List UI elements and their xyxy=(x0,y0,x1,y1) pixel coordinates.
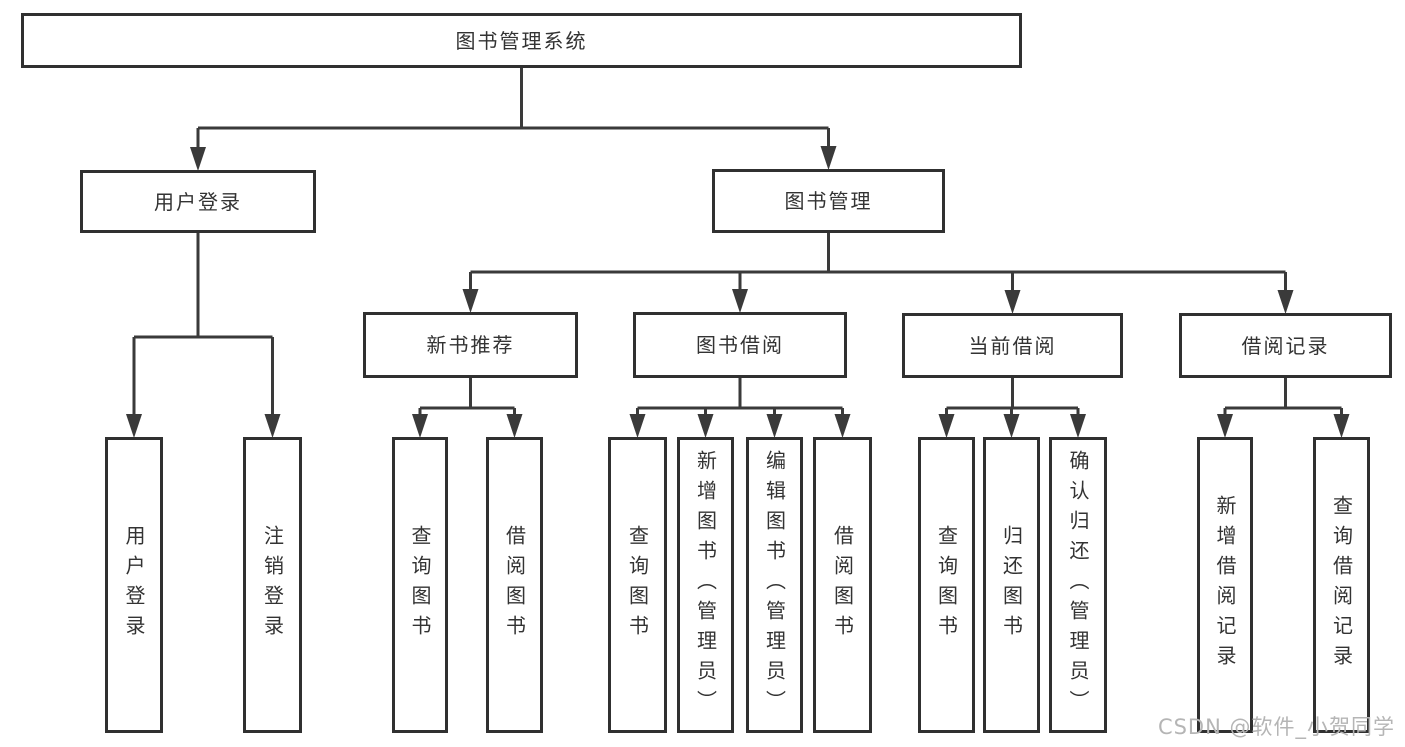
node-query-books-1: 查询图书 xyxy=(392,437,448,733)
node-borrow-books-2: 借阅图书 xyxy=(813,437,872,733)
node-user-login-leaf: 用户登录 xyxy=(105,437,163,733)
node-system-root: 图书管理系统 xyxy=(21,13,1022,68)
node-user-login: 用户登录 xyxy=(80,170,316,233)
node-add-borrow-record: 新增借阅记录 xyxy=(1197,437,1253,733)
node-book-management: 图书管理 xyxy=(712,169,945,233)
node-confirm-return-admin: 确认归还（管理员） xyxy=(1049,437,1107,733)
node-query-borrow-record: 查询借阅记录 xyxy=(1313,437,1370,733)
node-edit-book-admin: 编辑图书（管理员） xyxy=(746,437,803,733)
node-query-books-2: 查询图书 xyxy=(608,437,667,733)
node-return-books: 归还图书 xyxy=(983,437,1040,733)
node-logout-leaf: 注销登录 xyxy=(243,437,302,733)
node-borrowing-records: 借阅记录 xyxy=(1179,313,1392,378)
node-new-book-recommend: 新书推荐 xyxy=(363,312,578,378)
node-book-borrowing: 图书借阅 xyxy=(633,312,847,378)
node-borrow-books-1: 借阅图书 xyxy=(486,437,543,733)
node-current-borrowing: 当前借阅 xyxy=(902,313,1123,378)
node-query-books-3: 查询图书 xyxy=(918,437,975,733)
node-add-book-admin: 新增图书（管理员） xyxy=(677,437,734,733)
